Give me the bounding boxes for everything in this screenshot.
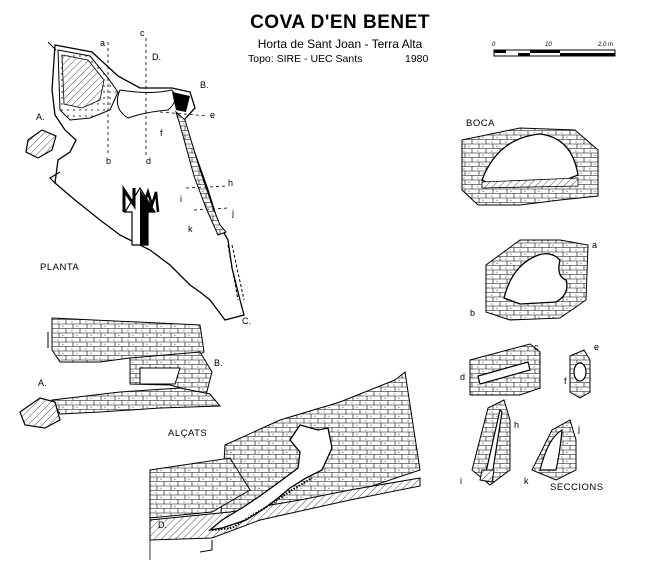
sections-label: SECCIONS — [550, 482, 604, 493]
scale-tick-10: 10 — [545, 42, 552, 48]
point-label-b-plan: b — [106, 156, 112, 166]
point-label-j-section: j — [578, 424, 580, 434]
point-label-c-plan: c — [140, 28, 145, 38]
point-label-h-section: h — [514, 420, 520, 430]
point-label-f-section: f — [564, 376, 567, 386]
point-label-D-plan: D. — [152, 52, 161, 62]
point-label-c-section: c — [534, 342, 539, 352]
survey-year: 1980 — [405, 53, 429, 65]
section-ef — [569, 349, 591, 399]
point-label-C-plan: C. — [242, 316, 251, 326]
point-label-D-elevation: D. — [158, 520, 167, 530]
elevation-label: ALÇATS — [168, 428, 208, 439]
section-hi — [471, 399, 511, 486]
point-label-A-plan: A. — [36, 112, 45, 122]
point-label-B-elevation: B. — [214, 358, 223, 368]
elevation-lower — [149, 371, 421, 560]
plan-label: PLANTA — [40, 262, 80, 273]
point-label-f-plan: f — [160, 128, 163, 138]
point-label-e-plan: e — [210, 110, 216, 120]
elevation-upper — [19, 317, 222, 429]
point-label-i-plan: i — [180, 194, 182, 204]
point-label-d-section: d — [460, 372, 466, 382]
plan-view — [25, 38, 245, 321]
point-label-k-section: k — [524, 476, 529, 486]
point-label-a-section: a — [592, 240, 598, 250]
scale-bar — [493, 49, 616, 57]
section-jk — [531, 419, 577, 481]
point-label-e-section: e — [594, 342, 600, 352]
point-label-A-elevation: A. — [38, 378, 47, 388]
section-ab — [485, 239, 589, 321]
scale-tick-20: 2,0 m — [598, 42, 614, 48]
survey-title: COVA D'EN BENET — [250, 12, 430, 33]
point-label-b-section: b — [470, 308, 476, 318]
point-label-a-plan: a — [100, 38, 106, 48]
entrance-label: BOCA — [466, 118, 495, 129]
section-cd — [469, 343, 541, 396]
survey-credit: Topo: SIRE - UEC Sants — [248, 53, 363, 65]
point-label-k-plan: k — [188, 224, 193, 234]
entrance-section — [461, 127, 599, 206]
point-label-j-plan: j — [232, 208, 234, 218]
survey-location: Horta de Sant Joan - Terra Alta — [257, 37, 423, 51]
scale-tick-0: 0 — [492, 42, 496, 48]
point-label-B-plan: B. — [200, 80, 209, 90]
north-arrow-icon — [122, 185, 160, 246]
point-label-h-plan: h — [228, 178, 234, 188]
point-label-d-plan: d — [146, 156, 152, 166]
point-label-i-section: i — [460, 476, 462, 486]
